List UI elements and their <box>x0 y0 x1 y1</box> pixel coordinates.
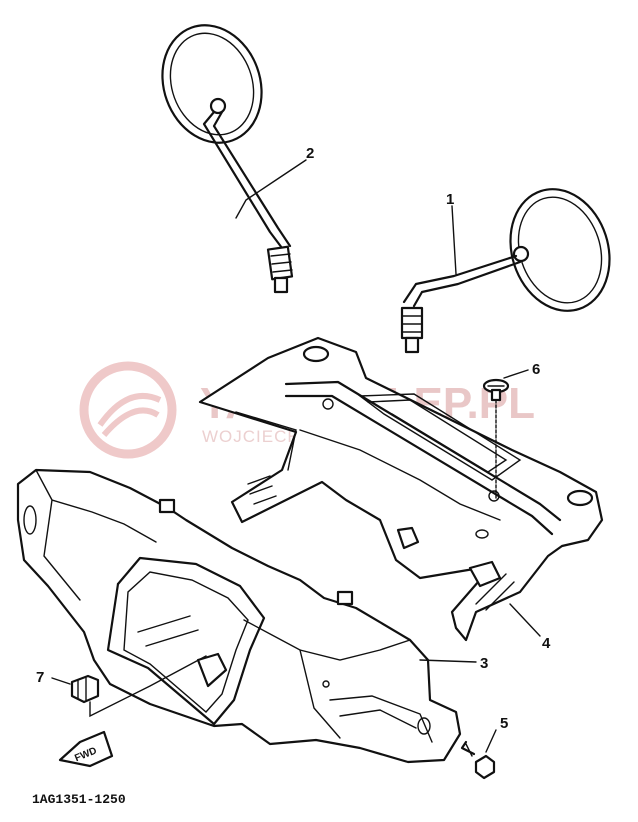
part-3-handlebar-cover <box>16 468 462 764</box>
part-label-5: 5 <box>500 715 508 732</box>
part-label-6: 6 <box>532 361 540 378</box>
watermark-logo-icon <box>79 361 177 459</box>
part-5-bolt <box>460 740 496 780</box>
fwd-arrow-icon: FWD <box>58 730 114 768</box>
part-7-clip <box>70 655 207 718</box>
part-label-4: 4 <box>542 635 551 652</box>
reference-code: 1AG1351-1250 <box>32 792 126 807</box>
part-label-1: 1 <box>446 191 454 208</box>
part-6-screw <box>482 378 510 499</box>
part-4-bracket <box>198 336 604 642</box>
part-label-2: 2 <box>306 145 314 162</box>
leader-lines <box>51 159 541 753</box>
part-1-right-mirror <box>400 188 611 354</box>
part-label-7: 7 <box>36 669 44 686</box>
part-2-left-mirror <box>161 24 294 294</box>
part-label-3: 3 <box>480 655 488 672</box>
watermark-logo-swoosh <box>97 393 162 437</box>
